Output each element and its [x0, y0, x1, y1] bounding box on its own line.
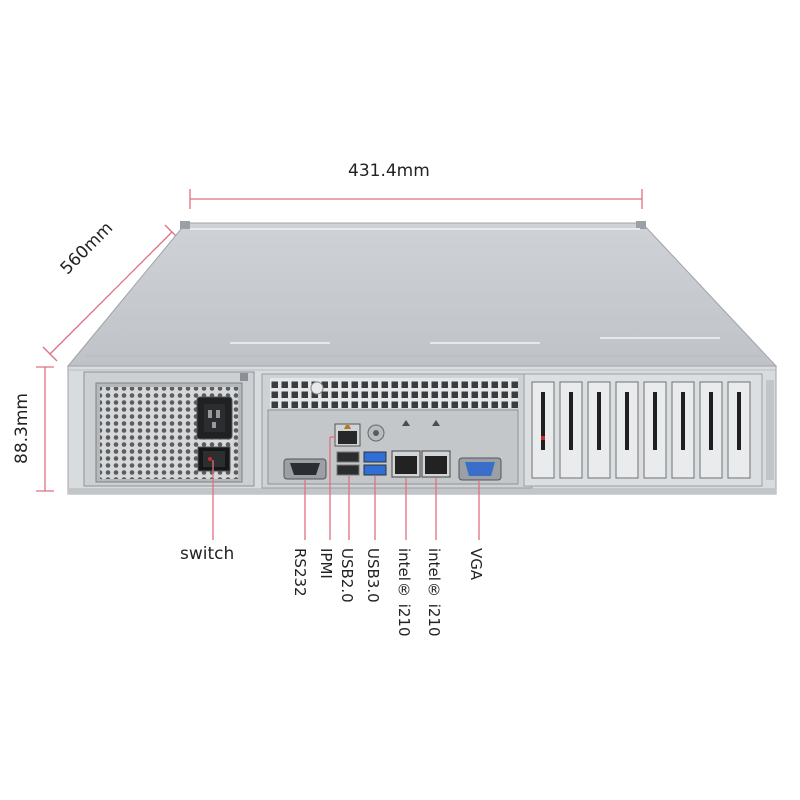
vga-port — [458, 457, 502, 481]
lan-port-1 — [391, 420, 421, 478]
rs232-callout-label: RS232 — [291, 548, 309, 597]
callout-lines — [212, 436, 480, 540]
rs232-port — [283, 458, 327, 480]
lan1-callout-label: intel® i210 — [395, 548, 413, 637]
vga-callout-label: VGA — [467, 548, 485, 581]
switch-callout-label: switch — [180, 544, 235, 564]
usb3-ports — [363, 451, 387, 476]
lan-port-2 — [421, 420, 451, 478]
chassis — [66, 221, 778, 495]
ipmi-port — [334, 423, 361, 447]
width-dimension-label: 431.4mm — [348, 161, 430, 181]
usb2-callout-label: USB2.0 — [338, 548, 356, 603]
expansion-slots — [523, 373, 763, 487]
usb3-callout-label: USB3.0 — [364, 548, 382, 603]
ipmi-callout-label: IPMI — [317, 548, 335, 579]
lan2-callout-label: intel® i210 — [425, 548, 443, 637]
dimension-lines — [36, 189, 643, 492]
height-dimension-label: 88.3mm — [12, 393, 32, 464]
usb2-ports — [336, 451, 360, 476]
